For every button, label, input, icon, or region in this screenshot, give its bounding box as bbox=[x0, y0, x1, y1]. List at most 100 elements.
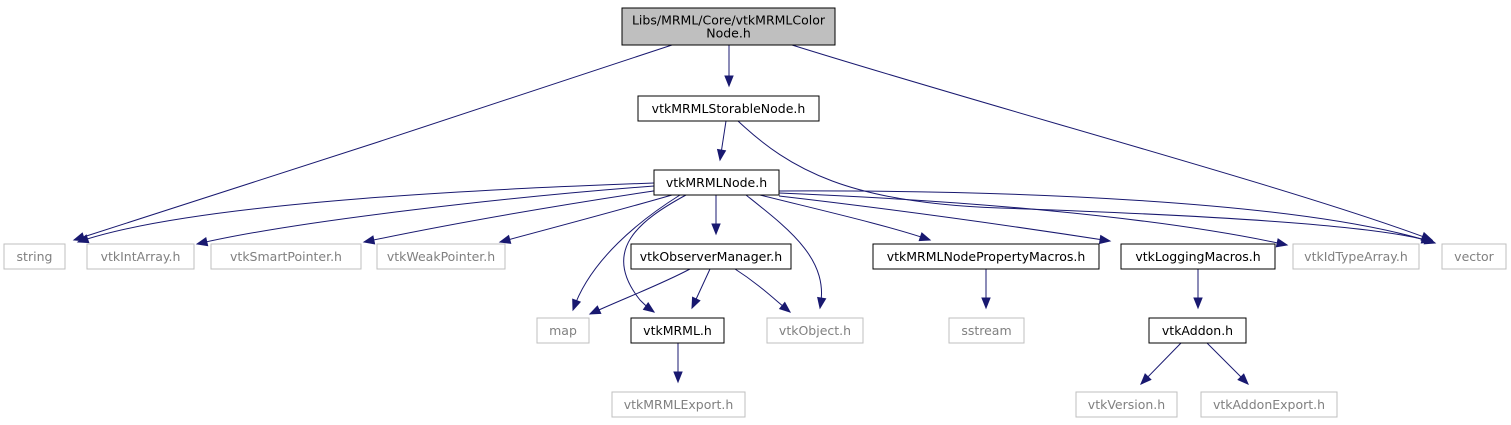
node-label-map: map bbox=[549, 323, 577, 338]
edge-mrmlnode-to-intarray bbox=[196, 185, 655, 245]
node-sstream: sstream bbox=[948, 317, 1025, 344]
node-label-sstream: sstream bbox=[961, 323, 1011, 338]
node-label-obsmgr: vtkObserverManager.h bbox=[640, 249, 782, 264]
node-vtkobject: vtkObject.h bbox=[766, 317, 864, 344]
edge-mrmlnode-to-vector bbox=[778, 190, 1436, 244]
edge-arrowhead-vtkmrml-to-mrmlexport bbox=[673, 371, 683, 384]
node-box-logmacros bbox=[1120, 243, 1276, 270]
edge-arrowhead-mrmlnode-to-propmacros bbox=[918, 232, 932, 242]
node-label-addon: vtkAddon.h bbox=[1162, 323, 1233, 338]
node-label-vector: vector bbox=[1454, 249, 1495, 264]
node-label-string: string bbox=[17, 249, 53, 264]
node-label-idtype: vtkIdTypeArray.h bbox=[1304, 249, 1408, 264]
node-addon[interactable]: vtkAddon.h bbox=[1148, 317, 1247, 344]
edge-arrowhead-logmacros-to-addon bbox=[1193, 297, 1203, 310]
node-label-root: Libs/MRML/Core/vtkMRMLColor bbox=[632, 13, 826, 28]
node-obsmgr[interactable]: vtkObserverManager.h bbox=[630, 243, 792, 270]
node-label-mrmlexport: vtkMRMLExport.h bbox=[624, 397, 734, 412]
node-box-version bbox=[1075, 391, 1178, 418]
node-label-version: vtkVersion.h bbox=[1088, 397, 1165, 412]
node-box-smartptr bbox=[210, 243, 362, 270]
node-mrmlnode[interactable]: vtkMRMLNode.h bbox=[653, 169, 780, 196]
node-intarray: vtkIntArray.h bbox=[86, 243, 195, 270]
node-vector: vector bbox=[1441, 243, 1507, 270]
node-box-map bbox=[536, 317, 590, 344]
node-label-vtkmrml: vtkMRML.h bbox=[643, 323, 712, 338]
edge-arrowhead-mrmlnode-to-string bbox=[76, 234, 90, 244]
edge-arrowhead-storable-to-mrmlnode bbox=[716, 148, 727, 162]
edge-arrowhead-mrmlnode-to-vector bbox=[1423, 235, 1437, 245]
node-box-obsmgr bbox=[630, 243, 792, 270]
edge-mrmlnode-to-propmacros bbox=[759, 194, 931, 241]
node-box-mrmlnode bbox=[653, 169, 780, 196]
node-box-vtkmrml bbox=[630, 317, 725, 344]
edge-mrmlnode-to-vtkobject bbox=[745, 194, 822, 309]
node-box-intarray bbox=[86, 243, 195, 270]
edge-arrowhead-root-to-storable bbox=[724, 75, 734, 88]
node-smartptr: vtkSmartPointer.h bbox=[210, 243, 362, 270]
edge-root-to-string bbox=[73, 44, 673, 241]
edge-arrowhead-mrmlnode-to-map bbox=[572, 298, 582, 312]
edge-root-to-vector bbox=[791, 44, 1433, 241]
edge-arrowhead-mrmlnode-to-vtkobject bbox=[817, 296, 827, 310]
edge-mrmlnode-to-logmacros bbox=[778, 195, 1111, 242]
edge-arrowhead-mrmlnode-to-smartptr bbox=[362, 235, 376, 245]
node-version: vtkVersion.h bbox=[1075, 391, 1178, 418]
node-box-propmacros bbox=[872, 243, 1100, 270]
node-box-string bbox=[3, 243, 66, 270]
edge-arrowhead-addon-to-version bbox=[1140, 373, 1152, 385]
node-label-mrmlnode: vtkMRMLNode.h bbox=[666, 175, 767, 190]
edge-arrowhead-mrmlnode-to-vtkmrml bbox=[642, 302, 656, 313]
node-box-sstream bbox=[948, 317, 1025, 344]
edge-mrmlnode-to-idtype bbox=[778, 192, 1288, 246]
node-mrmlexport: vtkMRMLExport.h bbox=[611, 391, 746, 418]
node-propmacros[interactable]: vtkMRMLNodePropertyMacros.h bbox=[872, 243, 1100, 270]
node-label-vtkobject: vtkObject.h bbox=[779, 323, 851, 338]
node-label-smartptr: vtkSmartPointer.h bbox=[230, 249, 342, 264]
node-addonexport: vtkAddonExport.h bbox=[1200, 391, 1338, 418]
node-box-storable bbox=[637, 95, 820, 122]
edge-arrowhead-propmacros-to-sstream bbox=[981, 297, 991, 310]
edge-arrowhead-mrmlnode-to-weakptr bbox=[498, 234, 512, 244]
node-map: map bbox=[536, 317, 590, 344]
edge-mrmlnode-to-string bbox=[77, 182, 655, 243]
edge-arrowhead-obsmgr-to-map bbox=[588, 305, 602, 315]
node-box-mrmlexport bbox=[611, 391, 746, 418]
node-weakptr: vtkWeakPointer.h bbox=[376, 243, 506, 270]
node-label-weakptr: vtkWeakPointer.h bbox=[387, 249, 495, 264]
node-vtkmrml[interactable]: vtkMRML.h bbox=[630, 317, 725, 344]
edge-arrowhead-mrmlnode-to-logmacros bbox=[1098, 234, 1112, 245]
node-label-storable: vtkMRMLStorableNode.h bbox=[652, 101, 806, 116]
node-string: string bbox=[3, 243, 66, 270]
edge-obsmgr-to-map bbox=[589, 268, 691, 315]
edge-arrowhead-obsmgr-to-vtkmrml bbox=[691, 296, 701, 310]
edge-mrmlnode-to-smartptr bbox=[363, 189, 661, 243]
node-box-vector bbox=[1441, 243, 1507, 270]
edge-mrmlnode-to-weakptr bbox=[499, 194, 673, 243]
edge-arrowhead-addon-to-addonexport bbox=[1237, 373, 1249, 385]
edge-arrowhead-mrmlnode-to-intarray bbox=[195, 237, 209, 247]
edge-storable-to-vector bbox=[737, 120, 1433, 243]
node-logmacros[interactable]: vtkLoggingMacros.h bbox=[1120, 243, 1276, 270]
edge-arrowhead-mrmlnode-to-idtype bbox=[1275, 238, 1289, 248]
edge-arrowhead-obsmgr-to-vtkobject bbox=[778, 301, 792, 313]
node-label-propmacros: vtkMRMLNodePropertyMacros.h bbox=[887, 249, 1086, 264]
node-storable[interactable]: vtkMRMLStorableNode.h bbox=[637, 95, 820, 122]
node-box-root bbox=[621, 7, 836, 46]
node-label-addonexport: vtkAddonExport.h bbox=[1213, 397, 1325, 412]
node-box-weakptr bbox=[376, 243, 506, 270]
edge-arrowhead-mrmlnode-to-obsmgr bbox=[711, 223, 721, 236]
node-label-intarray: vtkIntArray.h bbox=[101, 249, 181, 264]
node-box-addonexport bbox=[1200, 391, 1338, 418]
edges-layer bbox=[72, 44, 1437, 385]
node-box-idtype bbox=[1292, 243, 1420, 270]
node-label-root: Node.h bbox=[706, 26, 751, 41]
node-label-logmacros: vtkLoggingMacros.h bbox=[1135, 249, 1260, 264]
node-idtype: vtkIdTypeArray.h bbox=[1292, 243, 1420, 270]
edge-mrmlnode-to-map bbox=[572, 194, 681, 311]
node-box-vtkobject bbox=[766, 317, 864, 344]
node-box-addon bbox=[1148, 317, 1247, 344]
